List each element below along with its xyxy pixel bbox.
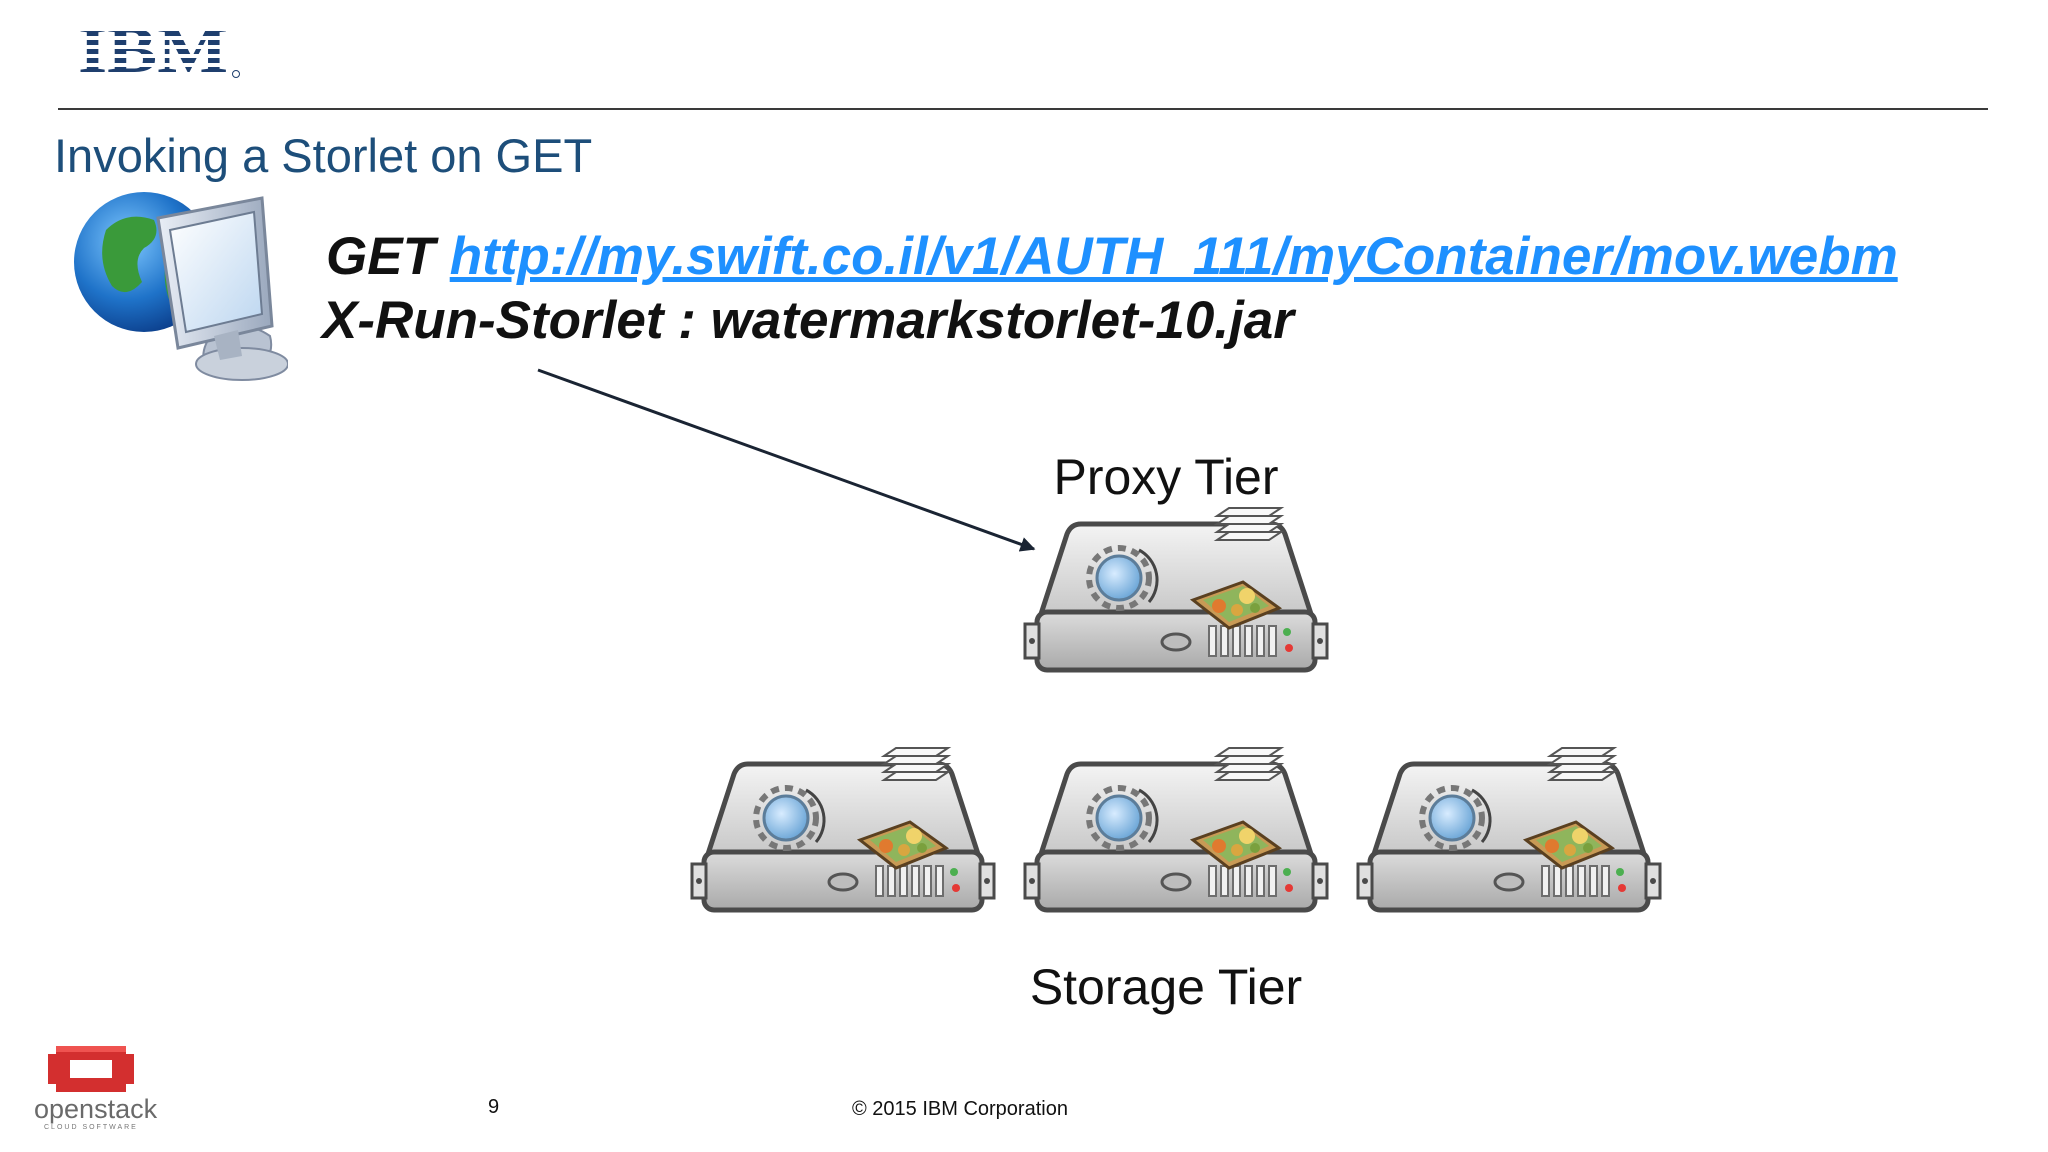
- http-method: GET: [326, 227, 435, 286]
- openstack-logo-icon: [48, 1046, 134, 1092]
- storage-tier-label: Storage Tier: [1029, 959, 1303, 1015]
- storlet-header-line: X-Run-Storlet : watermarkstorlet-10.jar: [322, 291, 1294, 350]
- slide-title: Invoking a Storlet on GET: [54, 129, 593, 182]
- request-url-link[interactable]: http://my.swift.co.il/v1/AUTH_111/myCont…: [449, 227, 1898, 286]
- header-divider: [58, 108, 1988, 110]
- openstack-subtext: CLOUD SOFTWARE: [44, 1124, 138, 1131]
- storage-server-icon: [690, 742, 996, 922]
- proxy-server-icon: [1023, 502, 1329, 682]
- client-computer-icon: [74, 192, 288, 381]
- openstack-wordmark: openstack: [34, 1094, 158, 1124]
- copyright-notice: © 2015 IBM Corporation: [852, 1098, 1068, 1120]
- storage-server-icon: [1023, 742, 1329, 922]
- request-line: GET http://my.swift.co.il/v1/AUTH_111/my…: [326, 226, 1898, 287]
- page-number: 9: [488, 1096, 500, 1118]
- proxy-tier-label: Proxy Tier: [1053, 449, 1279, 505]
- storage-server-icon: [1356, 742, 1662, 922]
- svg-text:IBM: IBM: [78, 22, 228, 84]
- ibm-logo: IBM: [78, 22, 240, 84]
